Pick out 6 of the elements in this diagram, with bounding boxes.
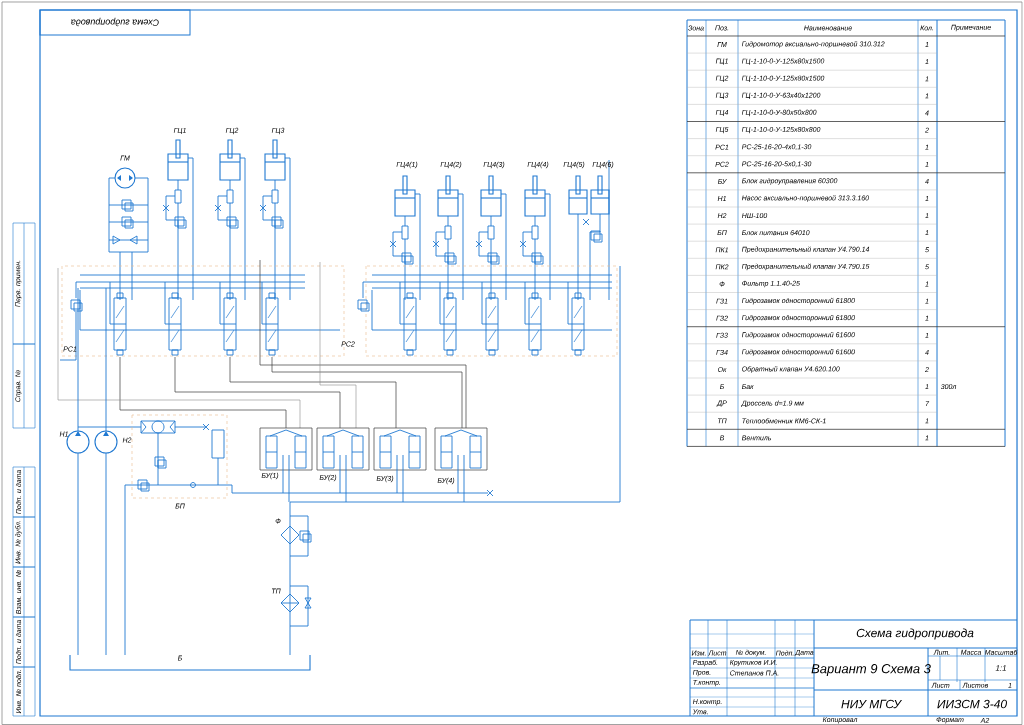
title-block-text: Схема гидропривода [856,628,974,640]
title-block-text: 1:1 [995,665,1006,671]
title-block-text: НИУ МГСУ [841,699,902,709]
stamp-text: Схема гидропривода [39,9,191,36]
title-block-text: ИИЗСМ 3-40 [937,699,1007,709]
title-block-text: Вариант 9 Схема 3 [811,664,931,676]
